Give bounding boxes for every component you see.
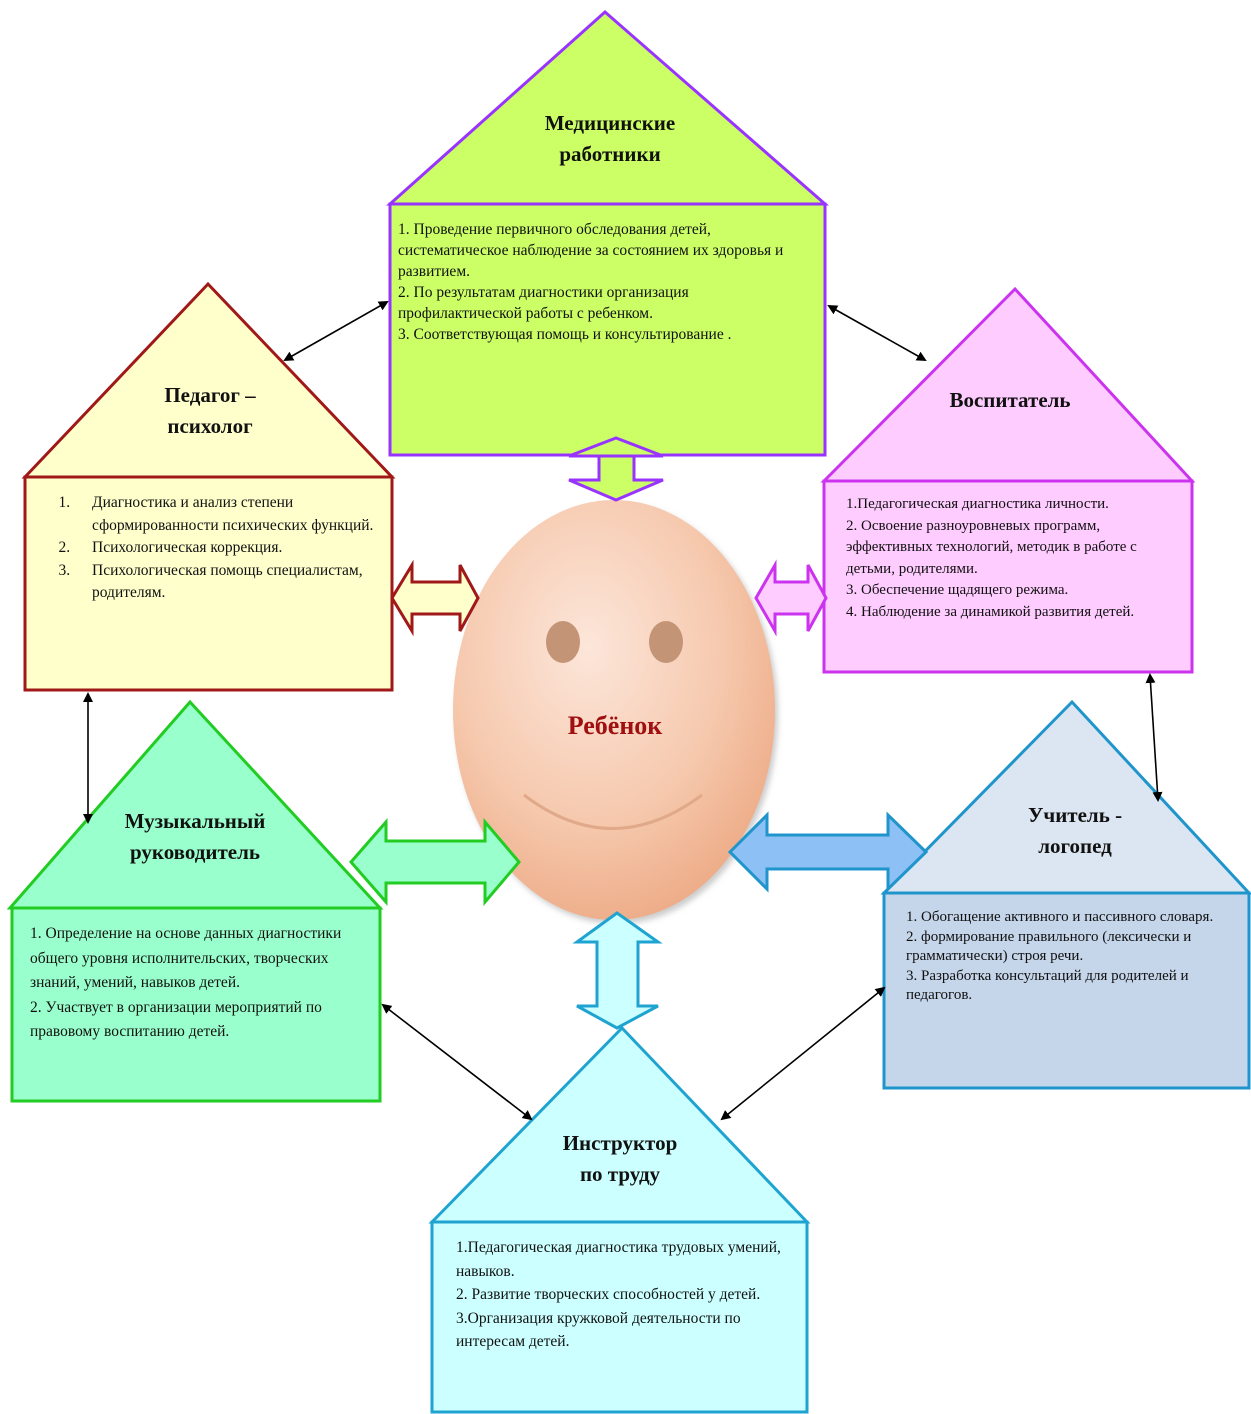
speech-item-3: 3. Разработка консультаций для родителей… xyxy=(906,967,1189,1004)
labor-roof xyxy=(428,1025,811,1224)
speech-title-line1: Учитель - xyxy=(1027,803,1123,827)
block-arrow-music xyxy=(349,817,521,907)
block-arrow-teacher xyxy=(754,559,828,637)
labor-house xyxy=(428,1025,811,1414)
music-title-line2: руководитель xyxy=(129,840,261,864)
labor-text: 1.Педагогическая диагностика трудовых ум… xyxy=(456,1236,796,1354)
psychologist-house xyxy=(21,281,396,692)
psychologist-title: Педагог – психолог xyxy=(105,380,315,442)
psychologist-title-line1: Педагог – xyxy=(164,383,256,407)
music-title-line1: Музыкальный xyxy=(124,809,266,833)
music-item-1: 1. Определение на основе данных диагност… xyxy=(30,925,342,991)
connector-psych-medical xyxy=(283,301,389,361)
music-roof xyxy=(6,699,384,910)
speech-title: Учитель - логопед xyxy=(990,800,1160,862)
block-arrow-medical-top xyxy=(568,436,664,458)
medical-text: 1. Проведение первичного обследования де… xyxy=(398,219,816,345)
labor-title-line2: по труду xyxy=(579,1162,661,1186)
medical-item-3: 3. Соответствующая помощь и консультиров… xyxy=(398,326,732,343)
teacher-item-2: 2. Освоение разноуровневых программ, эфф… xyxy=(846,517,1137,577)
teacher-box xyxy=(822,479,1194,674)
medical-box xyxy=(388,202,827,457)
child-face xyxy=(453,500,775,920)
psychologist-item-3: Психологическая помощь специалистам, род… xyxy=(74,560,386,605)
connector-music-labor xyxy=(381,1003,533,1121)
left-eye xyxy=(546,621,580,663)
labor-item-1: 1.Педагогическая диагностика трудовых ум… xyxy=(456,1239,781,1280)
labor-box xyxy=(430,1220,809,1414)
speech-item-1: 1. Обогащение активного и пассивного сло… xyxy=(906,909,1214,925)
labor-item-3: 3.Организация кружковой деятельности по … xyxy=(456,1309,741,1351)
speech-roof xyxy=(880,699,1251,895)
teacher-title-text: Воспитатель xyxy=(949,388,1071,412)
music-title: Музыкальный руководитель xyxy=(95,806,295,868)
music-text: 1. Определение на основе данных диагност… xyxy=(30,922,370,1045)
block-arrow-speech xyxy=(727,811,929,893)
medical-house xyxy=(386,9,829,457)
child-label: Ребёнок xyxy=(567,711,663,740)
speech-item-2: 2. формирование правильного (лексически … xyxy=(906,928,1192,965)
music-house xyxy=(6,699,384,1103)
speech-house xyxy=(880,699,1251,1090)
speech-title-line2: логопед xyxy=(1038,834,1112,858)
right-eye xyxy=(649,621,683,663)
teacher-text: 1.Педагогическая диагностика личности. 2… xyxy=(846,494,1181,623)
psychologist-title-line2: психолог xyxy=(167,414,253,438)
teacher-item-3: 3. Обеспечение щадящего режима. xyxy=(846,582,1069,598)
teacher-item-1: 1.Педагогическая диагностика личности. xyxy=(846,496,1109,512)
teacher-title: Воспитатель xyxy=(910,385,1110,416)
medical-title: Медицинские работники xyxy=(480,108,740,170)
psychologist-box xyxy=(23,475,394,692)
medical-item-1: 1. Проведение первичного обследования де… xyxy=(398,221,784,280)
psychologist-item-1: Диагностика и анализ степени сформирован… xyxy=(74,492,386,537)
psychologist-text: Диагностика и анализ степени сформирован… xyxy=(34,492,386,605)
connector-teacher-speech xyxy=(1145,673,1163,802)
labor-title: Инструктор по труду xyxy=(520,1128,720,1190)
music-box xyxy=(10,906,382,1103)
speech-text: 1. Обогащение активного и пассивного сло… xyxy=(906,908,1241,1006)
medical-item-2: 2. По результатам диагностики организаци… xyxy=(398,284,689,322)
smile xyxy=(523,793,703,830)
teacher-house xyxy=(820,286,1196,674)
connector-speech-labor xyxy=(720,986,886,1121)
connector-medical-teacher xyxy=(827,305,927,361)
labor-item-2: 2. Развитие творческих способностей у де… xyxy=(456,1286,761,1303)
face-oval xyxy=(453,500,775,920)
block-arrow-psychologist xyxy=(390,559,480,637)
psychologist-item-2: Психологическая коррекция. xyxy=(74,537,386,560)
labor-title-line1: Инструктор xyxy=(562,1131,678,1155)
block-arrow-labor xyxy=(572,911,663,1030)
teacher-item-4: 4. Наблюдение за динамикой развития дете… xyxy=(846,603,1135,620)
medical-title-line1: Медицинские xyxy=(544,111,676,135)
music-item-2: 2. Участвует в организации мероприятий п… xyxy=(30,998,322,1041)
medical-title-line2: работники xyxy=(559,142,661,166)
